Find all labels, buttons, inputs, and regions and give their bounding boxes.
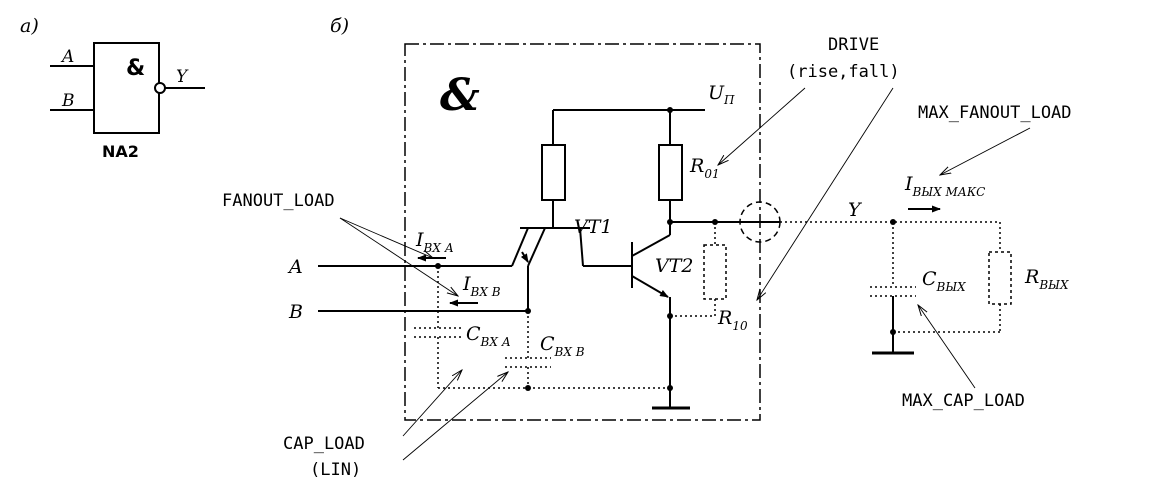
annotation-max-cap-load: MAX_CAP_LOAD [902, 305, 1025, 411]
rout-label: RВЫХ [1024, 266, 1069, 292]
cap-load-lin-label: (LIN) [310, 460, 361, 480]
fanout-load-label: FANOUT_LOAD [222, 191, 335, 211]
vt2-label: VT2 [655, 255, 693, 277]
cin-a-label: CВХ А [466, 323, 511, 349]
cell-boundary [404, 43, 761, 421]
max-cap-load-label: MAX_CAP_LOAD [902, 391, 1025, 411]
gate-and-symbol: & [126, 56, 145, 81]
gate-input-a-label: A [60, 47, 74, 67]
input-a-net: A IВХ А [287, 229, 512, 278]
input-b-net: B IВХ В [288, 266, 531, 323]
cap-load-label: CAP_LOAD [283, 434, 365, 454]
iin-b-label: IВХ В [462, 273, 501, 299]
output-load: IВЫХ МАКС CВЫХ RВЫХ [870, 173, 1069, 355]
r01-label: R01 [689, 155, 720, 181]
resistor-vt1-base [541, 110, 566, 228]
annotation-fanout-load: FANOUT_LOAD [222, 191, 458, 296]
output-net: Y [670, 199, 1000, 243]
resistor-r10: R10 [670, 222, 748, 333]
output-y-label: Y [848, 199, 863, 221]
panel-a-label: а) [20, 15, 39, 37]
iout-max-label: IВЫХ МАКС [904, 173, 985, 199]
max-fanout-load-label: MAX_FANOUT_LOAD [918, 103, 1072, 123]
cin-b-label: CВХ В [540, 333, 585, 359]
supply-label: UП [708, 82, 735, 107]
gate-output-label: Y [176, 67, 189, 87]
cell-name-label: NA2 [102, 142, 139, 161]
transistor-vt1: VT1 [511, 216, 632, 267]
annotation-drive: DRIVE (rise,fall) [718, 35, 900, 300]
input-a-label: A [287, 256, 303, 278]
iin-a-label: IВХ А [415, 229, 454, 255]
vt1-label: VT1 [574, 216, 612, 238]
input-capacitances: CВХ А CВХ В [414, 266, 670, 391]
annotation-cap-load: CAP_LOAD (LIN) [283, 370, 508, 480]
annotation-max-fanout-load: MAX_FANOUT_LOAD [918, 103, 1072, 175]
gate-input-b-label: B [61, 91, 75, 111]
input-b-label: B [288, 301, 303, 323]
transistor-vt2: VT2 [631, 219, 693, 410]
cout-label: CВЫХ [922, 268, 966, 294]
inversion-bubble [154, 82, 166, 94]
panel-b-label: б) [330, 15, 349, 37]
r10-label: R10 [717, 307, 748, 333]
supply-rail: UП [553, 82, 735, 113]
drive-rise-fall-label: (rise,fall) [787, 62, 900, 82]
resistor-r01: R01 [658, 110, 720, 235]
cell-and-symbol: & [440, 70, 480, 121]
panel-a-gate-symbol: а) & A B Y NA2 [20, 15, 205, 161]
drive-label: DRIVE [828, 35, 879, 55]
